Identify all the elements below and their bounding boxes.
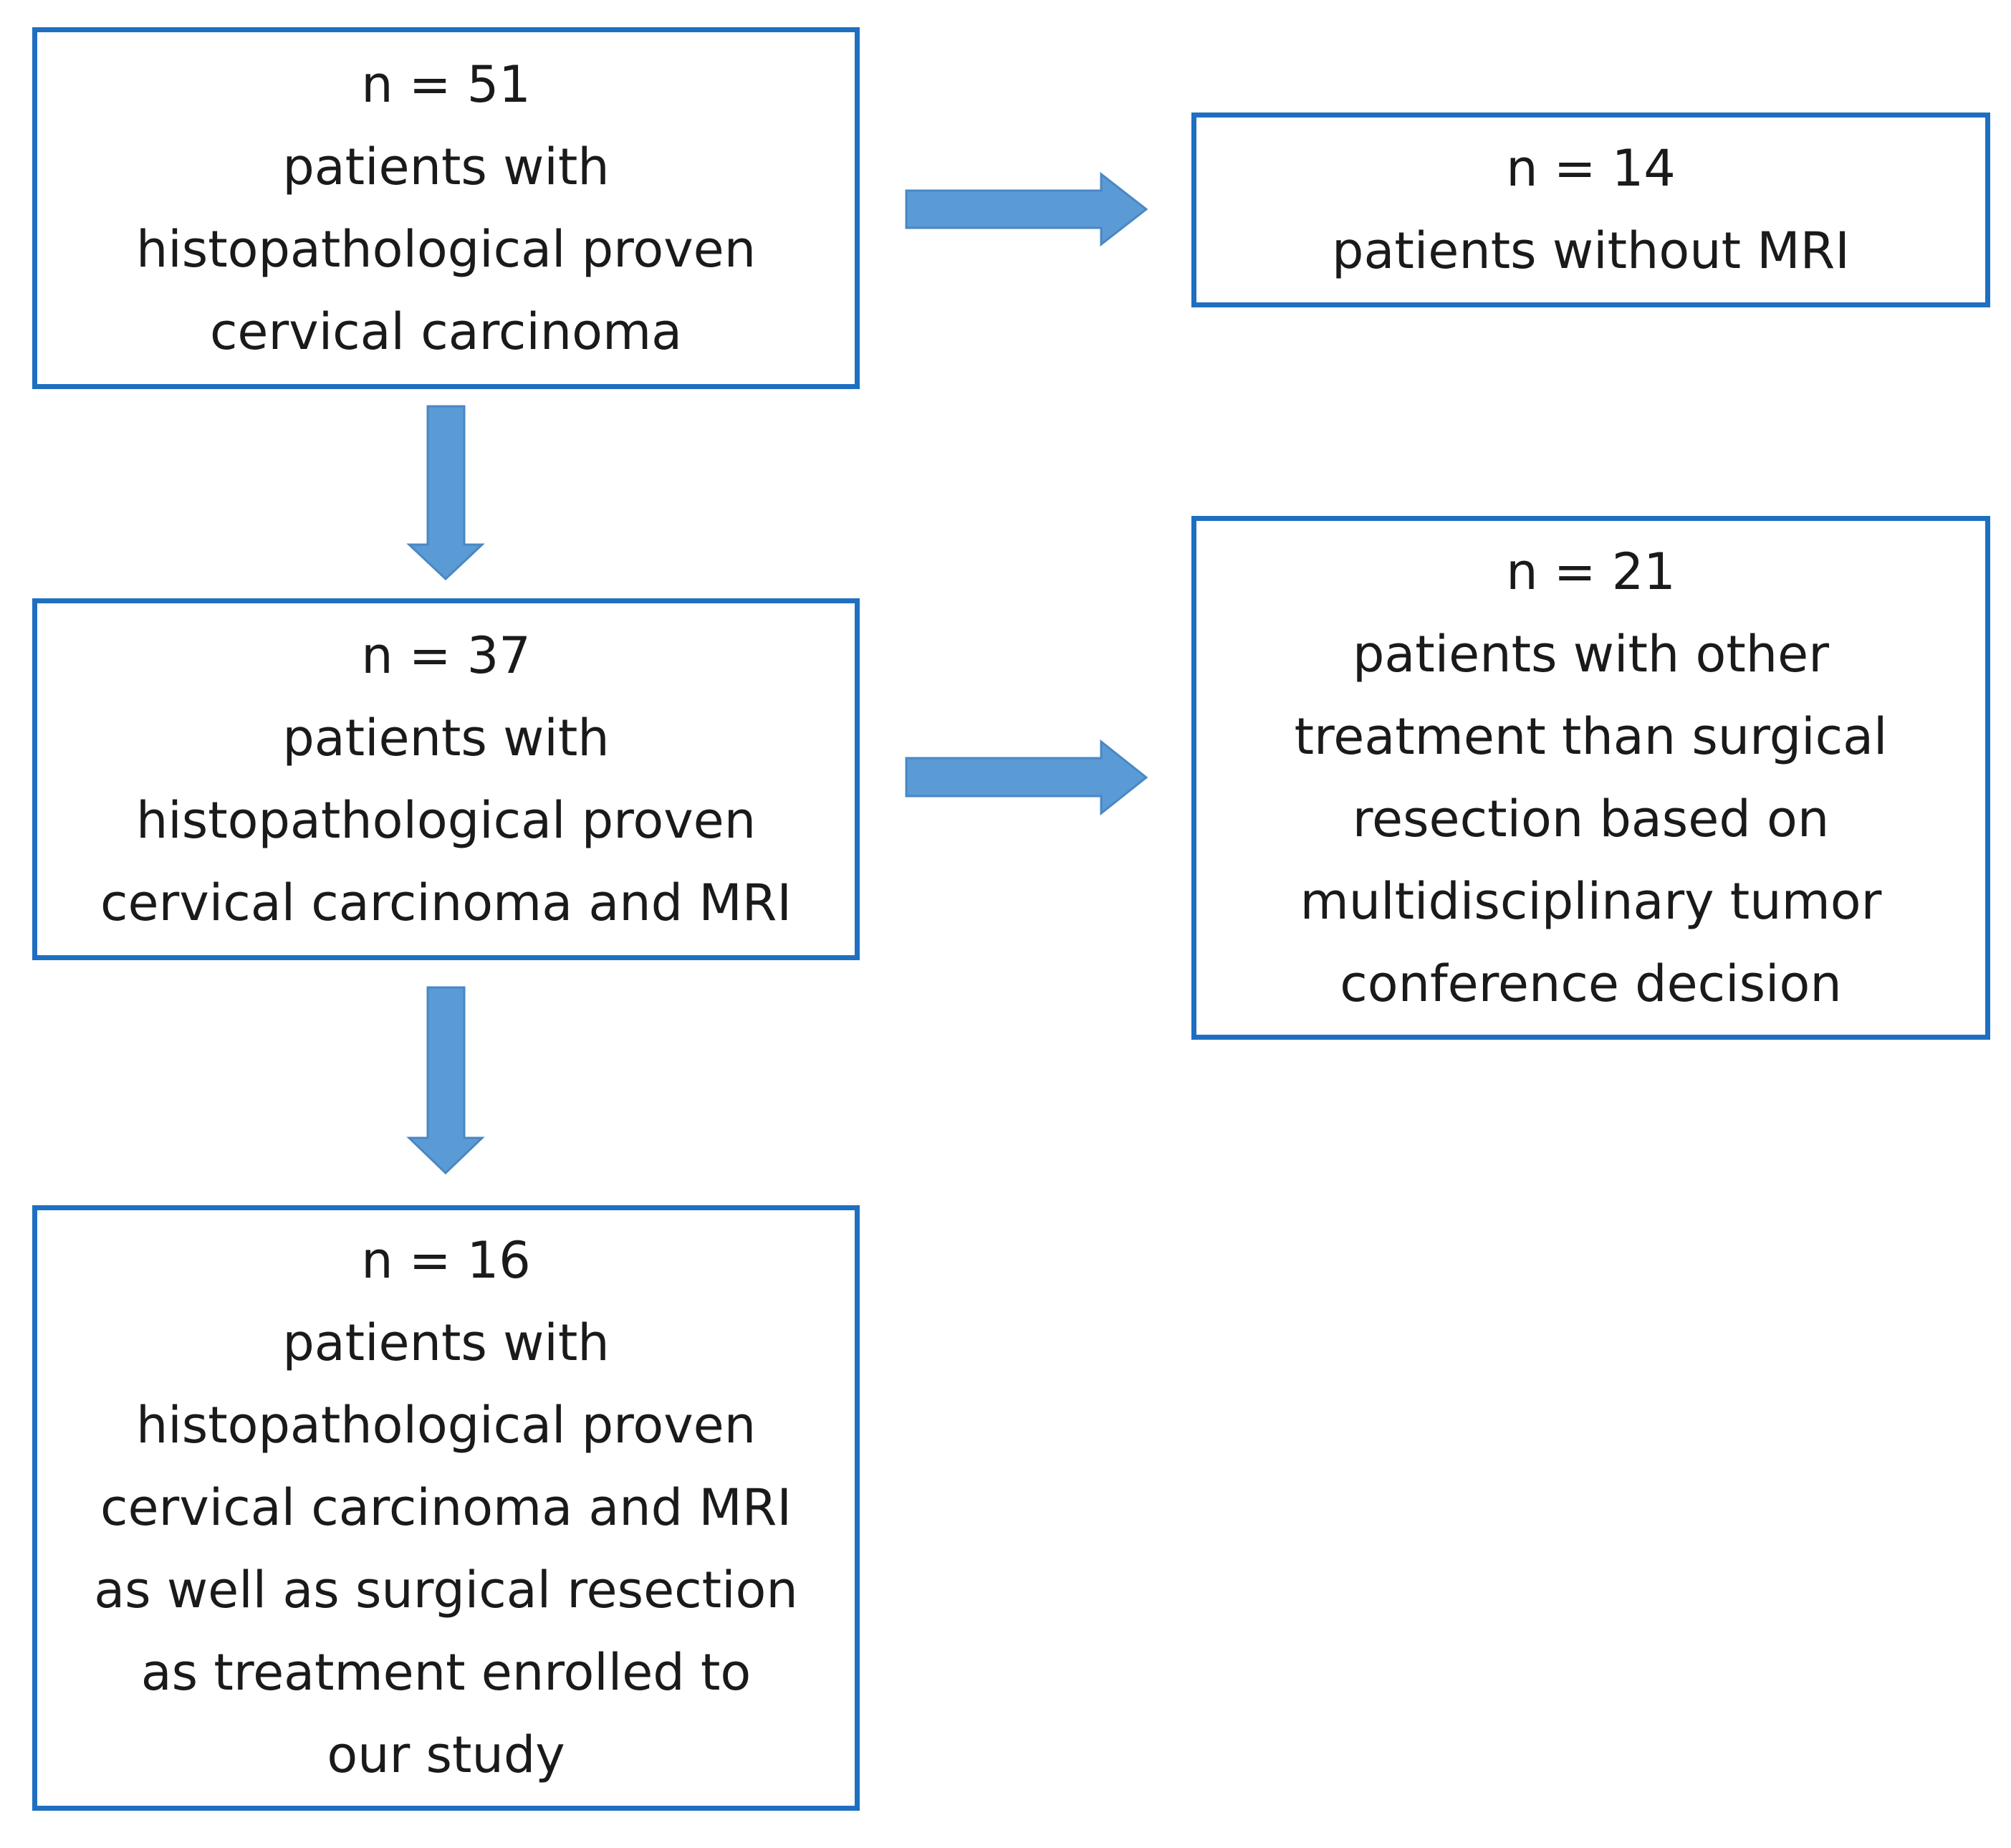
- with-mri-desc-line-2: histopathological proven: [135, 790, 757, 850]
- arrow-down-to-with-mri: [406, 405, 485, 581]
- arrow-right-to-excluded-other-treatment: [905, 739, 1148, 816]
- enrolled-desc-line-1: patients with: [282, 1313, 610, 1372]
- arrow-right-to-excluded-no-mri: [905, 171, 1148, 247]
- total-count: n = 51: [361, 54, 531, 114]
- with-mri-box: n = 37 patients with histopathological p…: [32, 598, 860, 960]
- enrolled-box: n = 16 patients with histopathological p…: [32, 1205, 860, 1811]
- other-treatment-desc-line-5: conference decision: [1340, 954, 1842, 1013]
- other-treatment-desc-line-4: multidisciplinary tumor: [1300, 871, 1882, 931]
- enrolled-desc-line-6: our study: [327, 1725, 565, 1784]
- with-mri-desc-line-1: patients with: [282, 708, 610, 767]
- no-mri-count: n = 14: [1506, 139, 1676, 198]
- no-mri-box: n = 14 patients without MRI: [1191, 112, 1990, 307]
- total-patients-box: n = 51 patients with histopathological p…: [32, 27, 860, 389]
- other-treatment-desc-line-2: treatment than surgical: [1294, 707, 1888, 766]
- other-treatment-count: n = 21: [1506, 542, 1676, 601]
- no-mri-desc-line-1: patients without MRI: [1332, 221, 1850, 280]
- enrolled-desc-line-4: as well as surgical resection: [94, 1561, 798, 1619]
- total-desc-line-3: cervical carcinoma: [209, 302, 683, 361]
- enrolled-desc-line-3: cervical carcinoma and MRI: [100, 1478, 792, 1537]
- with-mri-count: n = 37: [361, 626, 531, 685]
- enrolled-count: n = 16: [361, 1231, 531, 1290]
- total-desc-line-1: patients with: [282, 137, 610, 196]
- enrolled-desc-line-5: as treatment enrolled to: [140, 1643, 752, 1702]
- arrow-down-to-enrolled: [406, 986, 485, 1175]
- total-desc-line-2: histopathological proven: [135, 219, 757, 279]
- enrolled-desc-line-2: histopathological proven: [135, 1396, 757, 1455]
- other-treatment-desc-line-1: patients with other: [1352, 624, 1830, 684]
- with-mri-desc-line-3: cervical carcinoma and MRI: [100, 873, 792, 932]
- other-treatment-desc-line-3: resection based on: [1352, 789, 1830, 848]
- other-treatment-box: n = 21 patients with other treatment tha…: [1191, 516, 1990, 1040]
